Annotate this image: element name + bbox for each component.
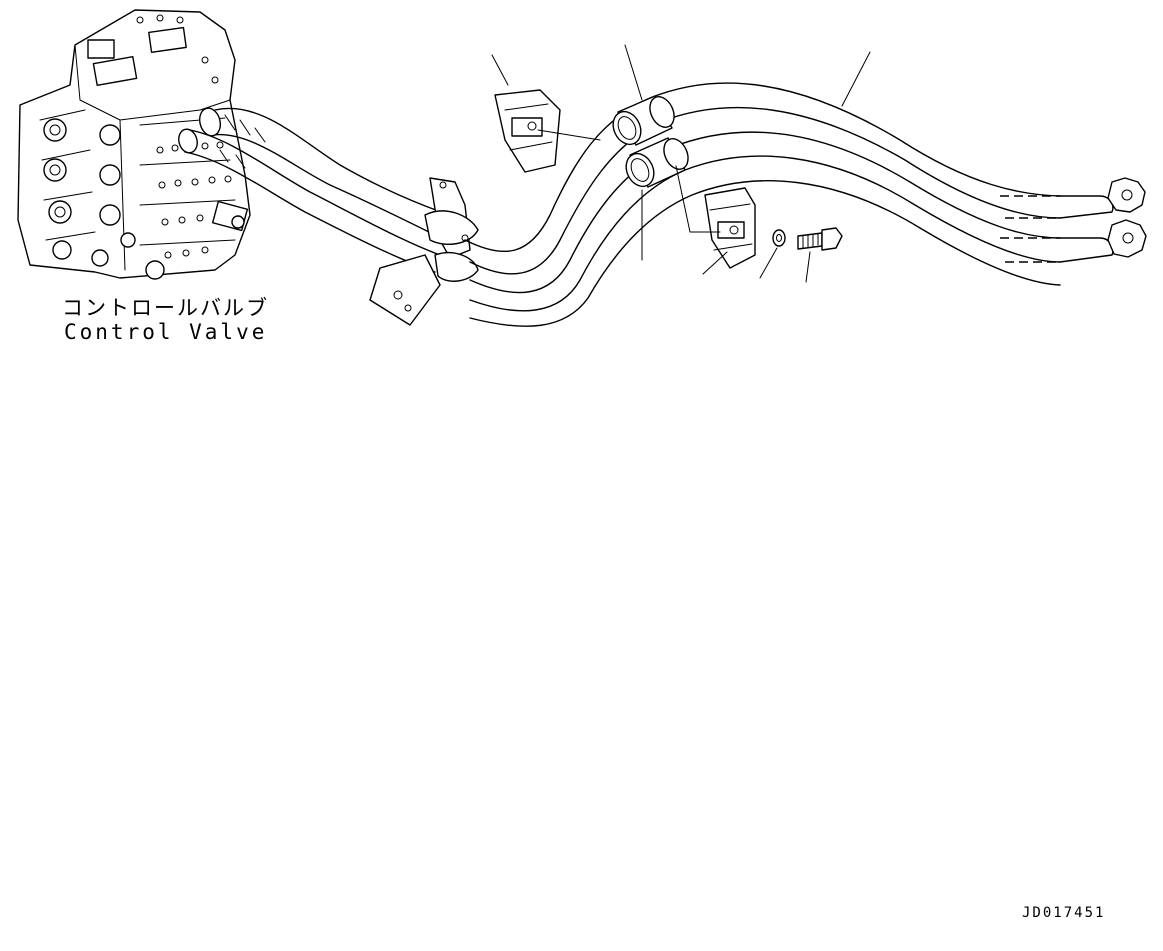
fitting-icon xyxy=(1059,177,1147,263)
bracket-icon xyxy=(369,177,479,326)
clamp-lower-icon xyxy=(704,187,756,269)
sleeve-icon xyxy=(612,95,689,188)
bolt-icon xyxy=(797,227,843,251)
valve-hose-icon xyxy=(178,107,451,273)
leader-lines xyxy=(491,44,871,283)
drawing-number: JD017451 xyxy=(1022,905,1106,921)
clamp-icon xyxy=(494,89,561,173)
component-label-english: Control Valve xyxy=(64,320,268,344)
hose-icon xyxy=(464,82,1061,327)
control-valve-icon xyxy=(17,9,251,280)
washer-icon xyxy=(772,229,786,247)
component-label-japanese: コントロールバルブ xyxy=(62,296,269,320)
